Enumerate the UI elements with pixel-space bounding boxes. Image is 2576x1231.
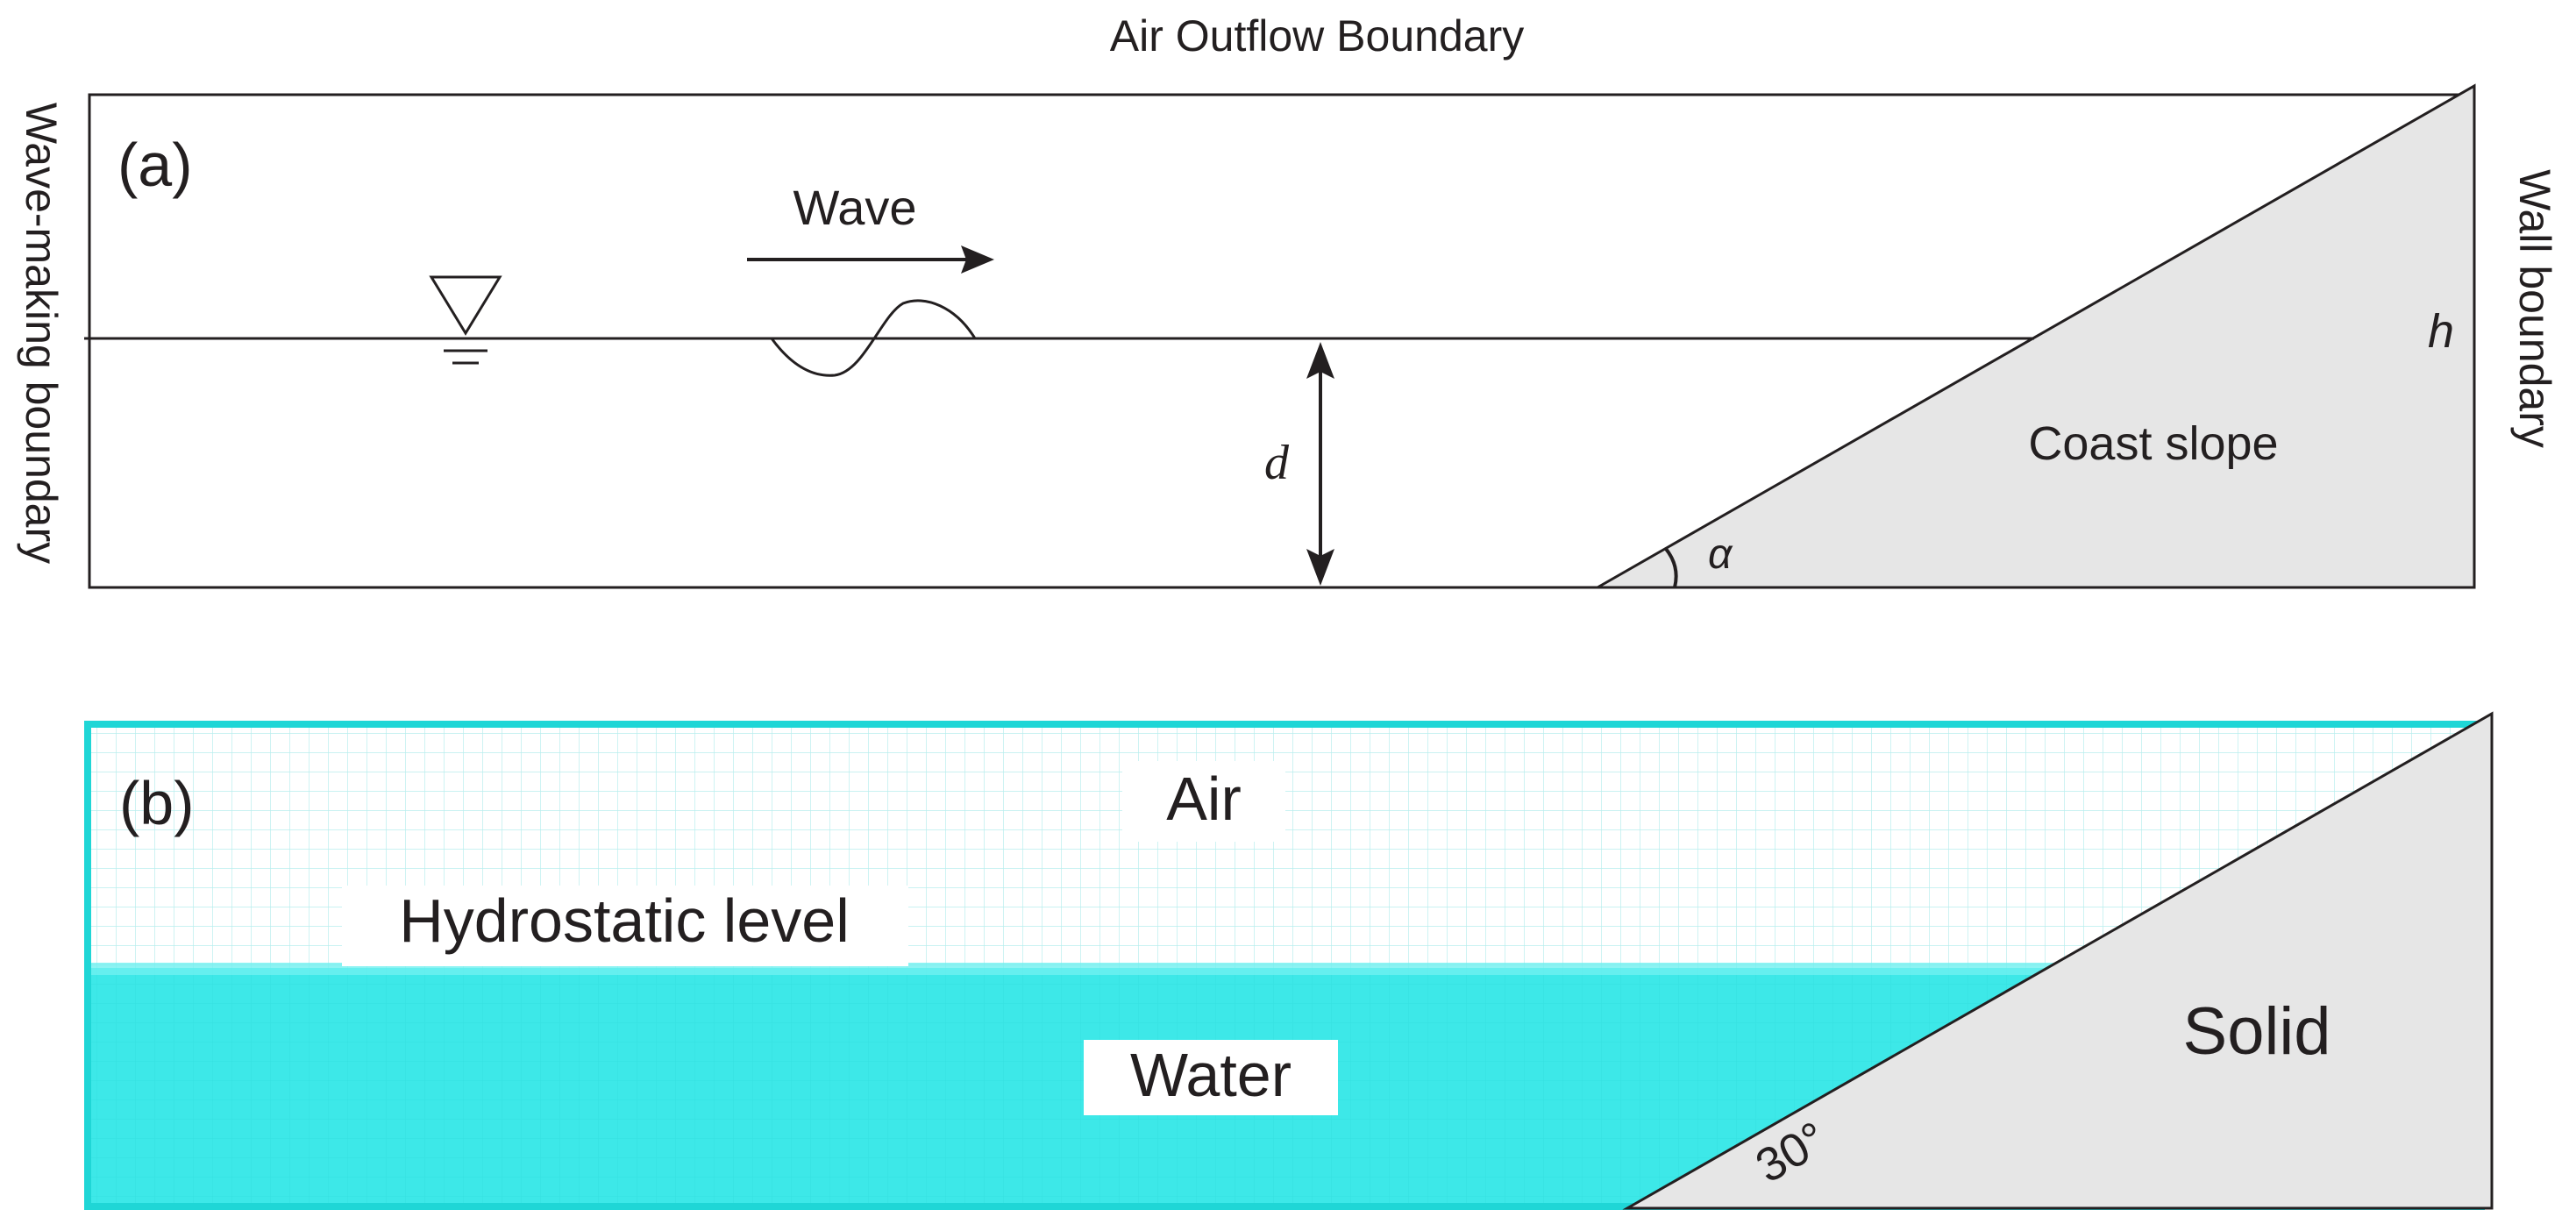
- air-label: Air: [1166, 765, 1242, 833]
- wave-curve-icon: [770, 299, 977, 377]
- solid-label: Solid: [2183, 994, 2331, 1069]
- coast-slope-label: Coast slope: [2028, 417, 2278, 470]
- wave-arrow-head-icon: [961, 245, 994, 274]
- depth-symbol: d: [1264, 436, 1290, 490]
- panel-b: (b) Air Hydrostatic level Water Solid 30…: [84, 711, 2494, 1210]
- water-label: Water: [1130, 1041, 1292, 1109]
- coast-slope-shape: [1592, 83, 2476, 589]
- wave-label: Wave: [793, 180, 916, 235]
- panel-b-label: (b): [119, 769, 195, 837]
- left-boundary-label: Wave-making boundary: [17, 103, 66, 564]
- angle-symbol: α: [1708, 531, 1733, 578]
- angle-arc-icon: [1664, 547, 1678, 588]
- top-boundary-label: Air Outflow Boundary: [1110, 11, 1524, 60]
- water-label-box: [1084, 1040, 1338, 1115]
- panel-a: (a) Air Outflow Boundary Wave-making bou…: [17, 11, 2559, 589]
- hydrostatic-level-label: Hydrostatic level: [399, 886, 850, 955]
- water-level-icon: [429, 275, 502, 365]
- height-symbol: h: [2428, 305, 2454, 358]
- hydrostatic-label-box: [342, 886, 908, 966]
- depth-arrow-top-icon: [1306, 342, 1334, 379]
- panel-a-label: (a): [117, 131, 193, 199]
- solid-slope-shape: [1622, 711, 2494, 1210]
- right-boundary-label: Wall boundary: [2510, 169, 2559, 448]
- air-label-box: [1122, 761, 1285, 842]
- depth-arrow-bottom-icon: [1306, 549, 1334, 586]
